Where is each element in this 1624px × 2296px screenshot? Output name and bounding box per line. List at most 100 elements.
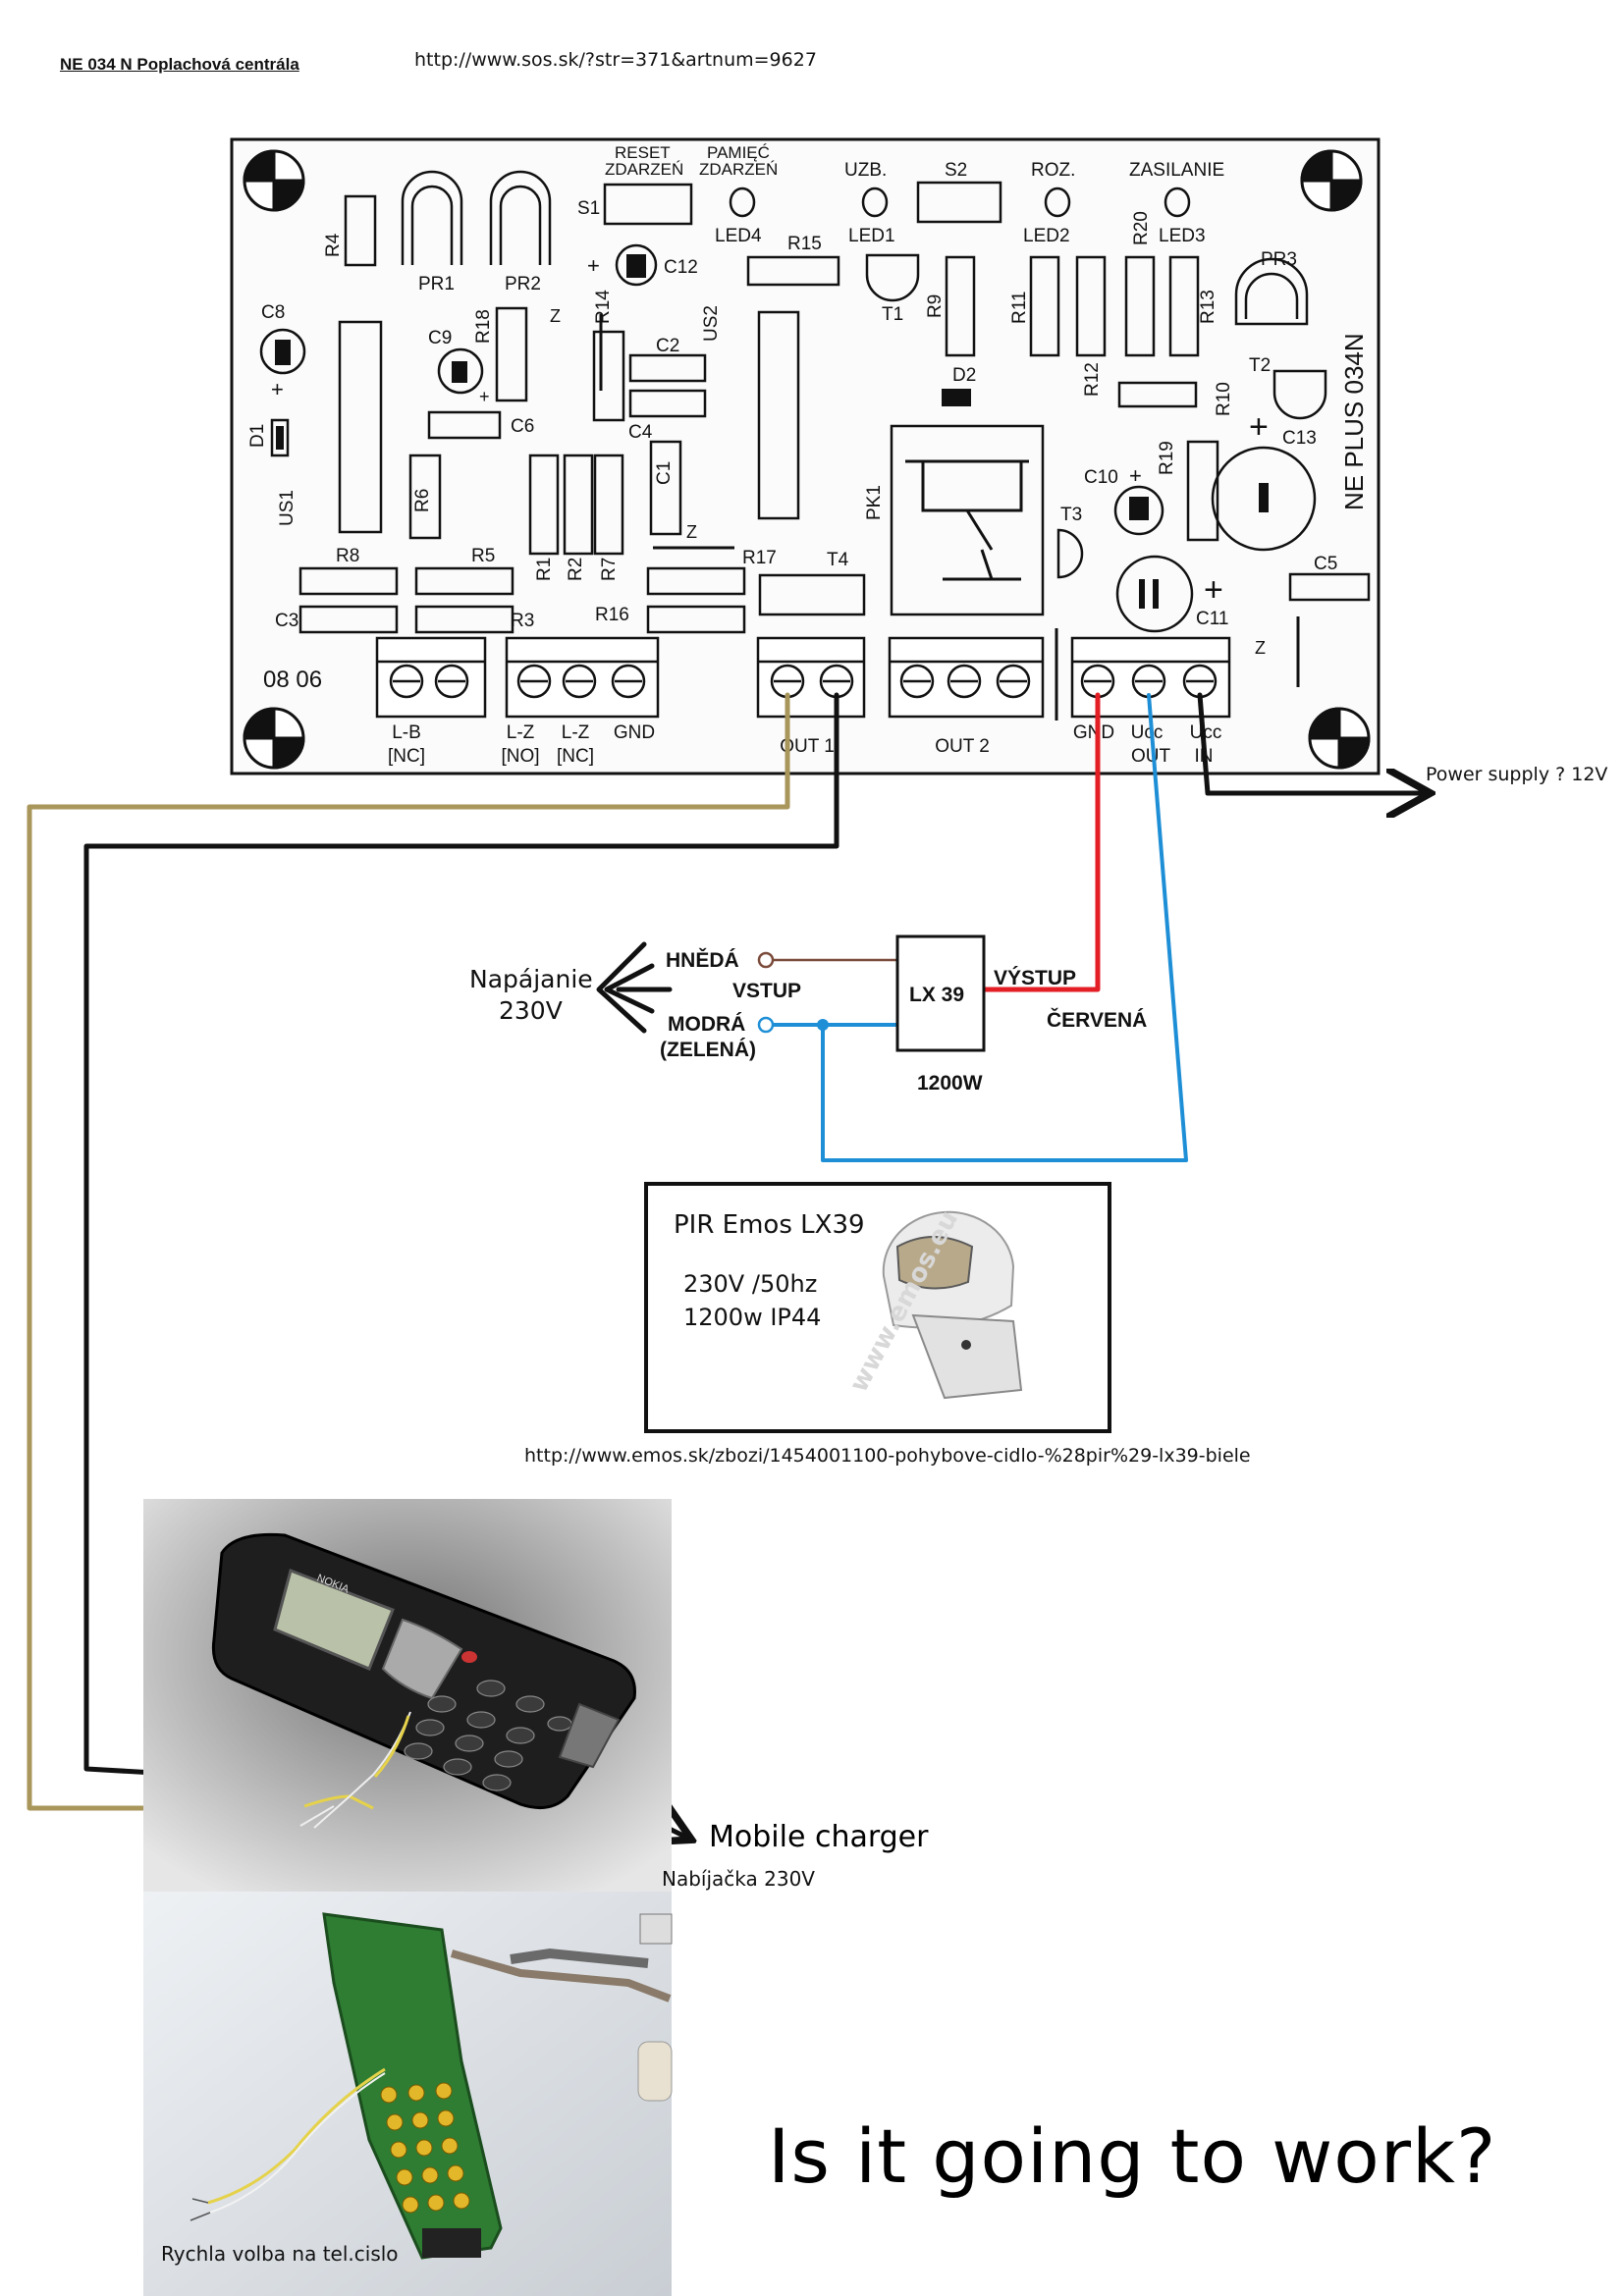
arrow-napajanie-icon	[596, 941, 673, 1034]
terminal-block-alarm	[505, 636, 660, 719]
label-t4: T4	[827, 550, 849, 570]
label-hneda: HNĚDÁ	[666, 948, 739, 972]
label-c1: C1	[654, 461, 675, 485]
label-pr1: PR1	[418, 274, 455, 294]
label-d1: D1	[247, 424, 268, 448]
terminal-out1: OUT 1	[780, 736, 835, 757]
label-r9: R9	[925, 294, 946, 318]
photo-phone-pcb	[143, 1892, 673, 2296]
plus-icon: +	[1249, 408, 1269, 446]
label-1200w: 1200W	[917, 1072, 983, 1095]
terminal-gnd: GND	[614, 722, 655, 743]
label-c3: C3	[275, 611, 298, 631]
lx39-box	[895, 934, 986, 1052]
label-uzb: UZB.	[844, 160, 887, 181]
label-led2: LED2	[1023, 226, 1070, 246]
label-r16: R16	[595, 605, 629, 625]
wire-junction-icon	[817, 1019, 829, 1031]
power-supply-label: Power supply ? 12V	[1426, 764, 1608, 785]
terminal-lb: L-B	[392, 722, 421, 743]
label-pr3: PR3	[1261, 249, 1297, 270]
speed-dial-label: Rychla volba na tel.cislo	[161, 2242, 399, 2266]
label-r18: R18	[473, 309, 494, 344]
wire-terminal-blue-icon	[757, 1016, 775, 1034]
label-s1: S1	[577, 198, 600, 219]
plus-icon: +	[587, 253, 600, 278]
label-c6: C6	[511, 416, 534, 437]
label-led1: LED1	[848, 226, 895, 246]
pir-spec-voltage: 230V /50hz	[683, 1270, 817, 1298]
pir-info-box	[644, 1182, 1111, 1433]
label-r5: R5	[471, 546, 495, 566]
label-t2: T2	[1249, 355, 1271, 376]
label-c12: C12	[664, 257, 698, 278]
terminal-lb-sub: [NC]	[388, 746, 425, 767]
terminal-block-out2	[888, 636, 1045, 719]
label-c9: C9	[428, 328, 452, 348]
mounting-hole-icon	[243, 149, 1371, 770]
label-r19: R19	[1157, 441, 1177, 475]
label-s2: S2	[945, 160, 967, 181]
pir-product-url[interactable]: http://www.emos.sk/zbozi/1454001100-pohy…	[524, 1445, 1251, 1467]
label-napajanie-voltage: 230V	[499, 996, 563, 1025]
label-roz: ROZ.	[1031, 160, 1075, 181]
label-r7: R7	[599, 558, 620, 581]
pir-spec-power: 1200w IP44	[683, 1304, 821, 1331]
pir-title: PIR Emos LX39	[674, 1210, 865, 1240]
label-z: Z	[550, 306, 561, 326]
label-c11: C11	[1196, 609, 1228, 629]
label-c5: C5	[1314, 554, 1337, 574]
label-r8: R8	[336, 546, 359, 566]
terminal-lz1-sub: [NO]	[501, 746, 539, 767]
label-r2: R2	[566, 558, 586, 581]
label-us1: US1	[277, 490, 298, 526]
label-napajanie: Napájanie	[469, 965, 593, 993]
label-t1: T1	[882, 304, 903, 325]
label-r17: R17	[742, 548, 777, 568]
label-r4: R4	[323, 233, 344, 257]
charger-sublabel: Nabíjačka 230V	[662, 1867, 815, 1891]
terminal-ucc-out: Ucc	[1131, 722, 1164, 743]
plus-icon: +	[479, 387, 490, 406]
label-r15: R15	[787, 234, 822, 254]
label-modra: MODRÁ	[668, 1013, 745, 1036]
label-t3: T3	[1060, 505, 1082, 525]
photo-mobile-phone: NOKIA	[143, 1499, 672, 1892]
label-c13: C13	[1282, 428, 1317, 449]
terminal-lz1: L-Z	[507, 722, 535, 743]
label-z: Z	[1255, 638, 1266, 658]
label-z: Z	[686, 522, 697, 542]
label-r1: R1	[534, 558, 555, 581]
label-c4: C4	[628, 422, 653, 443]
wire-blue	[764, 693, 1188, 1162]
label-reset-sub: ZDARZEŃ	[605, 160, 683, 179]
terminal-block-out1	[756, 636, 866, 719]
label-r20: R20	[1131, 211, 1152, 245]
label-vstup: VSTUP	[732, 980, 801, 1002]
header-url[interactable]: http://www.sos.sk/?str=371&artnum=9627	[414, 49, 817, 71]
terminal-out2: OUT 2	[935, 736, 990, 757]
label-led3: LED3	[1159, 226, 1206, 246]
charger-label: Mobile charger	[709, 1820, 929, 1854]
label-c8: C8	[261, 302, 285, 323]
label-pk1: PK1	[864, 485, 885, 520]
terminal-lz2-sub: [NC]	[557, 746, 594, 767]
terminal-gnd2: GND	[1073, 722, 1114, 743]
label-c10: C10	[1084, 467, 1118, 488]
label-zelena: (ZELENÁ)	[660, 1039, 756, 1061]
terminal-ucc-out-sub: OUT	[1131, 746, 1171, 767]
label-us2: US2	[701, 305, 722, 342]
label-r14: R14	[593, 290, 614, 324]
label-vystup: VÝSTUP	[994, 966, 1076, 989]
plus-icon: +	[1129, 463, 1142, 488]
wire-black-power	[1197, 692, 1426, 793]
label-r12: R12	[1082, 362, 1103, 397]
label-d2: D2	[952, 365, 976, 386]
label-pamiec: PAMIĘĆ	[707, 143, 770, 162]
page-header-title: NE 034 N Poplachová centrála	[60, 55, 299, 74]
terminal-lz2: L-Z	[562, 722, 590, 743]
label-led4: LED4	[715, 226, 762, 246]
pcb-board: RESET ZDARZEŃ PAMIĘĆ ZDARZEŃ UZB. S2 ROZ…	[230, 137, 1380, 775]
label-pamiec-sub: ZDARZEŃ	[699, 160, 778, 179]
